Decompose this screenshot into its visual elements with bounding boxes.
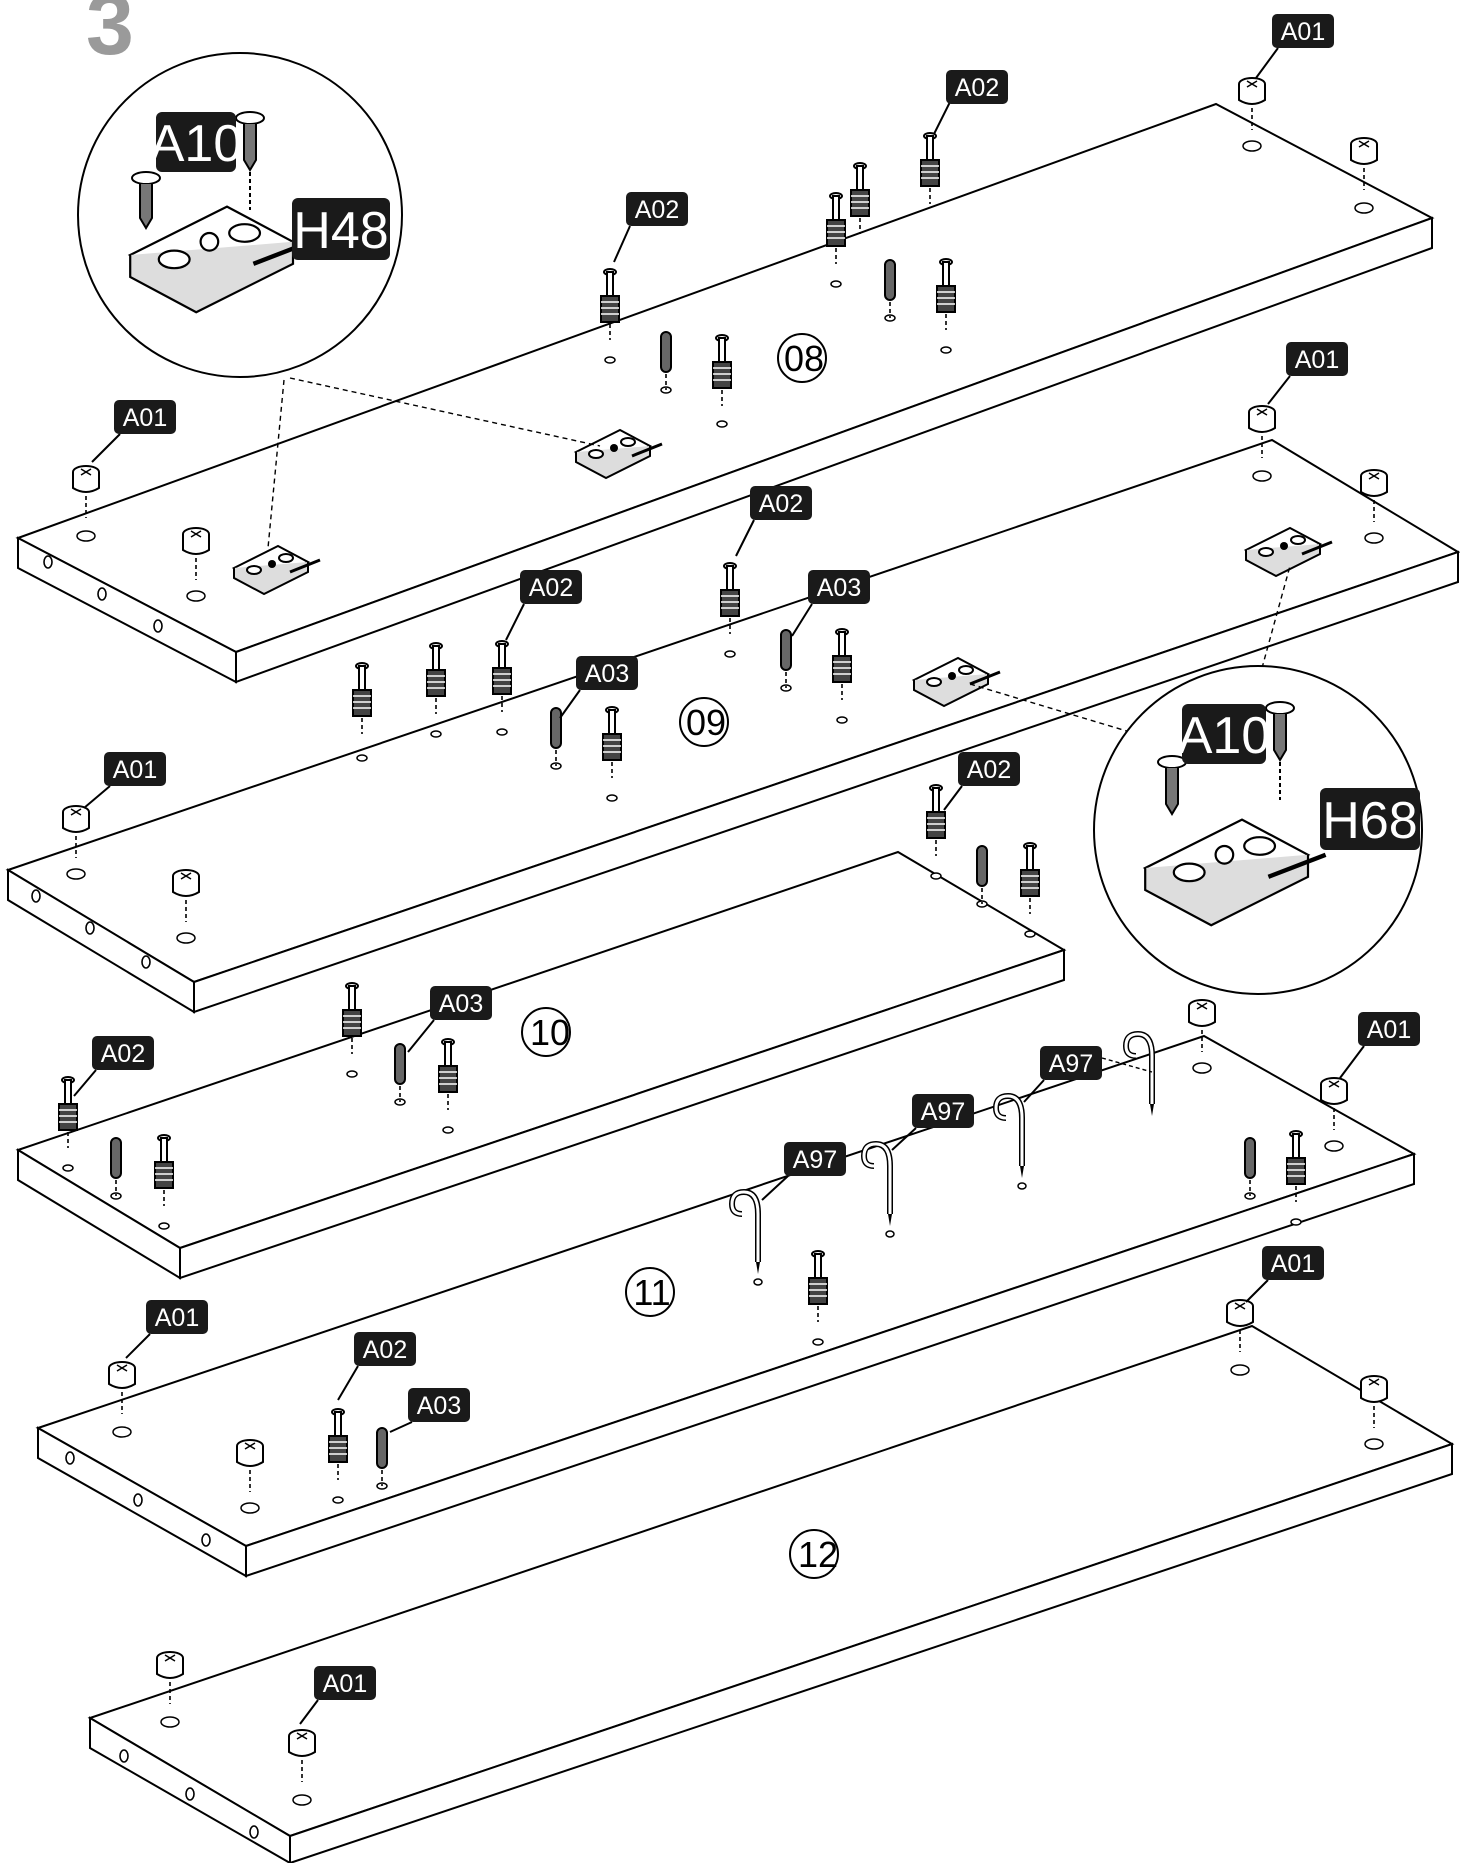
svg-text:A02: A02 [635,196,679,224]
step-number: 3 [86,0,134,73]
tag-a01: A01 [1272,14,1334,48]
svg-text:A01: A01 [1271,1250,1315,1278]
tag-a02: A02 [946,70,1008,104]
svg-text:A03: A03 [417,1392,461,1420]
tag-a02: A02 [354,1332,416,1366]
svg-text:A01: A01 [155,1304,199,1332]
svg-text:A01: A01 [123,404,167,432]
svg-text:A97: A97 [1049,1050,1093,1078]
tag-a01: A01 [314,1666,376,1700]
tag-a01: A01 [146,1300,208,1334]
panel-label-08: 08 [777,333,827,383]
svg-text:A02: A02 [967,756,1011,784]
tag-a02: A02 [520,570,582,604]
tag-a97: A97 [1040,1046,1102,1080]
panel-label-11: 11 [625,1267,675,1317]
svg-text:A03: A03 [585,660,629,688]
callout-leaders [267,377,1291,733]
svg-text:10: 10 [530,1012,570,1053]
svg-text:A03: A03 [817,574,861,602]
tag-a03: A03 [430,986,492,1020]
svg-text:09: 09 [686,702,726,743]
callout-hinge-h68: A10 H68 [1093,665,1423,995]
tag-a97: A97 [912,1094,974,1128]
tag-a01: A01 [114,400,176,434]
svg-text:A02: A02 [529,574,573,602]
callout-hinge-h48: A10 H48 [77,52,403,378]
svg-text:A01: A01 [323,1670,367,1698]
panel-labels: 08 09 10 11 12 [521,333,839,1579]
svg-text:H48: H48 [293,202,388,260]
tag-a01: A01 [1358,1012,1420,1046]
svg-text:A02: A02 [101,1040,145,1068]
svg-text:A01: A01 [113,756,157,784]
svg-text:A02: A02 [759,490,803,518]
svg-text:08: 08 [784,338,824,379]
tag-a10-bottom: A10 [1178,704,1271,765]
tag-a02: A02 [750,486,812,520]
screw-icon [1157,701,1295,816]
svg-text:A01: A01 [1281,18,1325,46]
svg-text:A02: A02 [363,1336,407,1364]
tag-h48: H48 [292,198,390,260]
tag-a02: A02 [958,752,1020,786]
screw-icon [131,111,265,230]
tag-a03: A03 [408,1388,470,1422]
svg-text:12: 12 [798,1534,838,1575]
svg-text:H68: H68 [1322,792,1417,850]
svg-text:A01: A01 [1367,1016,1411,1044]
panel-label-10: 10 [521,1007,571,1057]
tag-a10-top: A10 [150,112,243,173]
tag-a01: A01 [1262,1246,1324,1280]
tag-a03: A03 [808,570,870,604]
svg-text:A01: A01 [1295,346,1339,374]
tag-a01: A01 [1286,342,1348,376]
tag-h68: H68 [1320,788,1420,850]
panel-label-09: 09 [679,697,729,747]
tag-a03: A03 [576,656,638,690]
svg-text:A10: A10 [1178,707,1271,765]
edge-holes [31,555,259,1839]
svg-text:A97: A97 [921,1098,965,1126]
svg-text:11: 11 [633,1272,670,1313]
tag-a01: A01 [104,752,166,786]
part-tags: A01 A02 A02 A01 A01 A02 A02 A03 A03 A01 … [73,14,1420,1725]
tag-a97: A97 [784,1142,846,1176]
panel-label-12: 12 [789,1529,839,1579]
tag-a02: A02 [626,192,688,226]
svg-text:A02: A02 [955,74,999,102]
svg-text:A10: A10 [150,115,243,173]
drill-holes [62,140,1384,1806]
tag-a02: A02 [92,1036,154,1070]
panel-09 [5,438,1460,1014]
svg-text:A97: A97 [793,1146,837,1174]
svg-text:A03: A03 [439,990,483,1018]
